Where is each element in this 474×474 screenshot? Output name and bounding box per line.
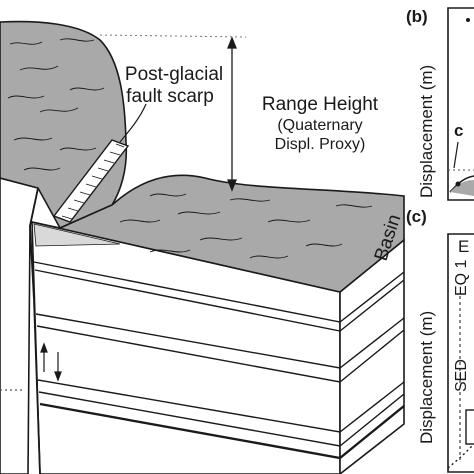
panel-b-top-mark [466,18,470,22]
panel-c: (c) Displacement (m) E EQ 1 SED [406,207,474,473]
panel-b-frame [447,7,474,201]
panel-b-marker: c [454,121,463,140]
fault-scarp-label-line2: fault scarp [126,86,214,107]
panel-c-eq-label: EQ 1 [453,259,470,296]
basin-surface [31,174,405,293]
range-height-top-guide [99,34,247,38]
panel-b: (b) Displacement (m) c [406,7,474,201]
panel-b-point [455,181,461,187]
panel-b-marker-leader [453,141,459,169]
panel-c-partial-label: E [458,237,469,256]
panel-c-dotted-curve [447,443,474,469]
fault-scarp-hatching [61,143,125,220]
range-height-label-line2: (Quaternary [277,117,362,134]
panel-b-curve-fill [450,180,474,196]
range-height-label-line3: Displ. Proxy) [275,136,366,153]
panel-c-letter: (c) [406,207,427,226]
range-height-arrow [227,36,237,192]
sediment-wedge [33,223,121,247]
fault-slip-arrows [40,342,62,382]
range-height-label-line1: Range Height [262,94,379,115]
fault-scarp-label-line1: Post-glacial [125,64,223,85]
surface-texture-lines [7,38,373,259]
panel-b-ylabel: Displacement (m) [417,65,436,198]
panel-c-ylabel: Displacement (m) [417,311,436,444]
fault-scarp-leader [119,103,147,143]
panel-c-sed-label: SED [453,359,470,392]
strata-lines [33,261,405,460]
fault-plane [29,187,41,474]
fault-scarp-band [52,139,130,223]
panel-c-frame [447,233,474,473]
panel-c-box [465,409,474,445]
panel-b-letter: (b) [406,7,428,26]
block-diagram: Post-glacial fault scarp Range Height (Q… [0,20,405,474]
